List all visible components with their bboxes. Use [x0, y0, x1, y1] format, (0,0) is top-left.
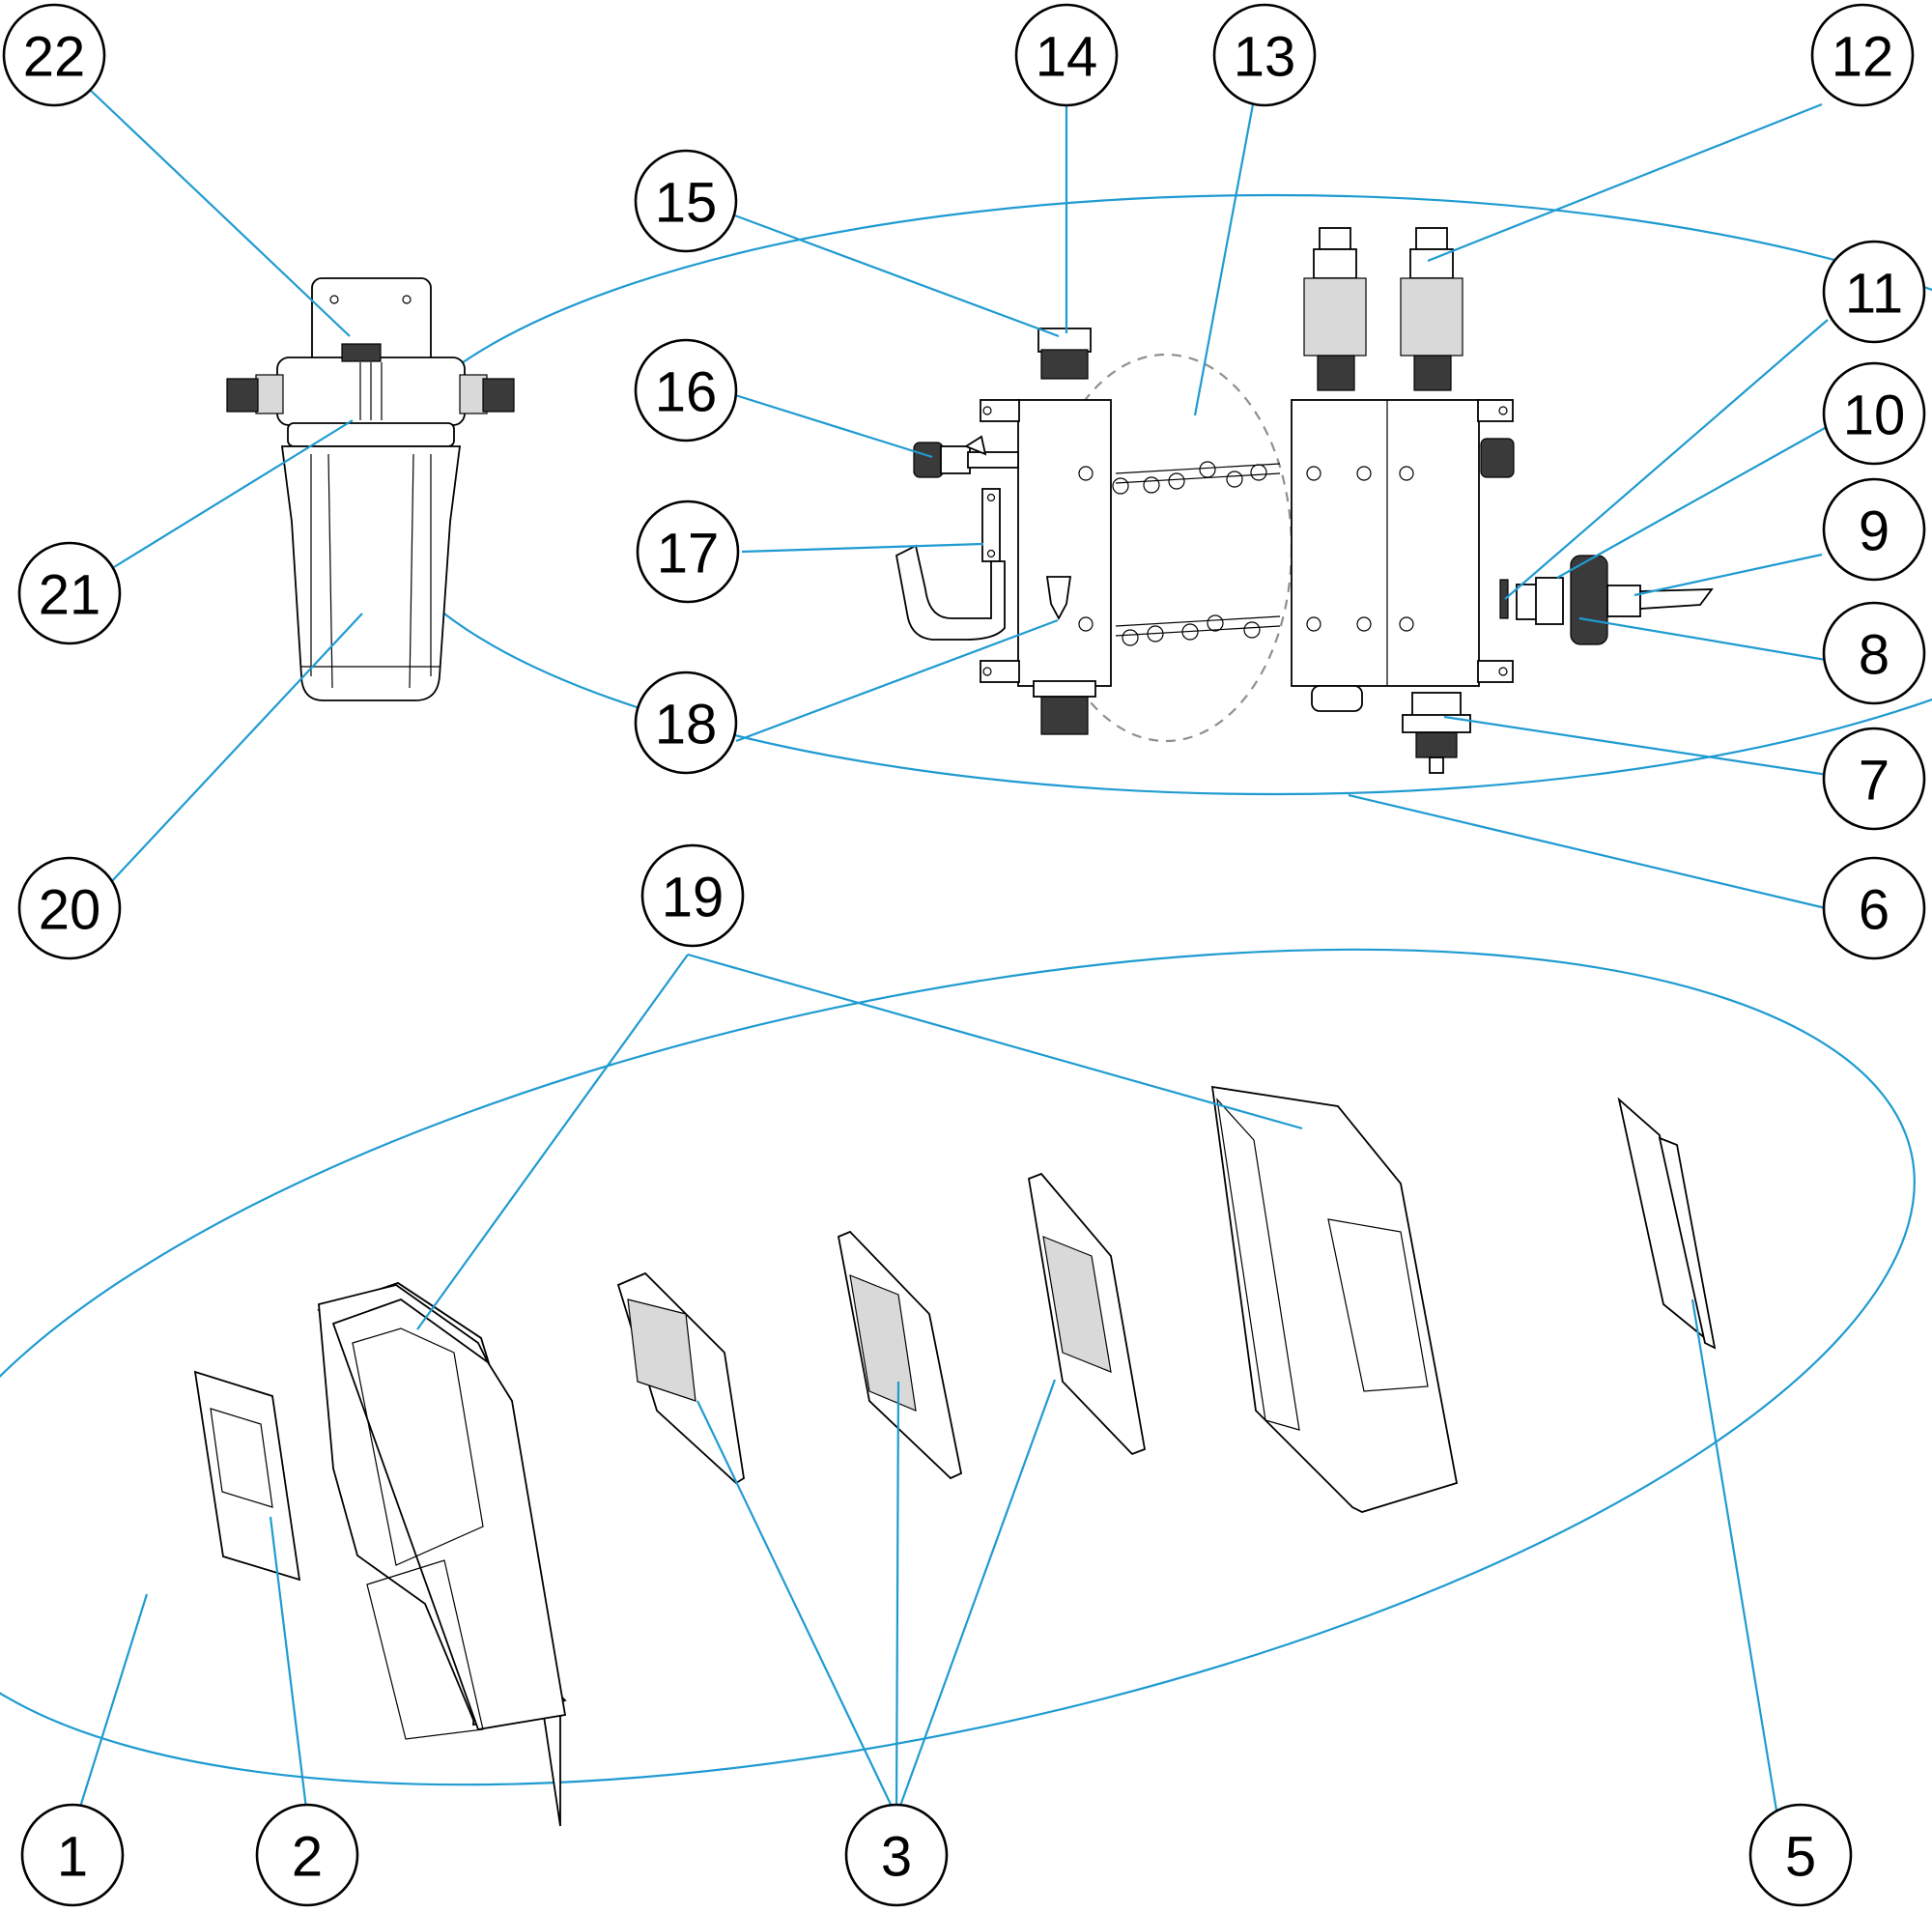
- callout-6: 6: [1822, 856, 1926, 960]
- callout-12: 12: [1810, 3, 1915, 107]
- callout-20-label: 20: [39, 879, 101, 942]
- callout-22-label: 22: [23, 26, 86, 89]
- callout-17-label: 17: [657, 523, 720, 585]
- cell-drain-part-7: [1402, 692, 1471, 774]
- callout-18: 18: [634, 671, 738, 775]
- callout-13: 13: [1212, 3, 1317, 107]
- rear-casing-part-19: [1210, 1085, 1459, 1513]
- callout-2-label: 2: [292, 1826, 323, 1889]
- callout-8-label: 8: [1859, 624, 1889, 687]
- leader-lines: [75, 86, 1834, 1817]
- cell-right-block: [1291, 399, 1515, 712]
- callout-18-label: 18: [655, 694, 718, 756]
- callout-20: 20: [17, 856, 122, 960]
- cell-outlet-connectors-part-12: [1303, 227, 1463, 391]
- callout-19-label: 19: [662, 867, 724, 929]
- callout-9-label: 9: [1859, 500, 1889, 563]
- callout-11-label: 11: [1845, 263, 1903, 326]
- callout-21: 21: [17, 541, 122, 645]
- controller-assembly-group-ellipse: [0, 948, 1916, 1786]
- power-board-part-3c: [1027, 1172, 1147, 1456]
- callout-16: 16: [634, 338, 738, 442]
- callout-1: 1: [20, 1803, 125, 1907]
- front-cover-glass-part-2: [193, 1370, 301, 1582]
- callout-21-label: 21: [39, 564, 101, 627]
- cell-left-block: [980, 399, 1112, 735]
- callout-7-label: 7: [1859, 750, 1889, 813]
- callout-16-label: 16: [655, 361, 718, 424]
- cell-valve-part-16: [913, 435, 1019, 478]
- callout-5: 5: [1748, 1803, 1853, 1907]
- display-board-part-3a: [616, 1271, 745, 1485]
- callout-15: 15: [634, 149, 738, 253]
- cell-bracket-part-17: [895, 488, 1006, 641]
- callout-14-label: 14: [1036, 26, 1098, 89]
- callout-14: 14: [1014, 3, 1119, 107]
- cell-sensor-parts-8-11: [1499, 555, 1714, 645]
- electrode-set: [1112, 461, 1281, 646]
- callout-11: 11: [1822, 240, 1926, 344]
- callout-12-label: 12: [1832, 26, 1894, 89]
- callout-3: 3: [844, 1803, 949, 1907]
- callout-19: 19: [640, 843, 745, 948]
- callout-13-label: 13: [1234, 26, 1296, 89]
- cell-plug-part-14: [1037, 328, 1092, 380]
- callout-5-label: 5: [1785, 1826, 1816, 1889]
- callout-17: 17: [636, 499, 740, 604]
- callout-2: 2: [255, 1803, 359, 1907]
- callout-10-label: 10: [1843, 385, 1906, 447]
- callout-9: 9: [1822, 477, 1926, 582]
- callout-3-label: 3: [881, 1826, 912, 1889]
- callout-15-label: 15: [655, 172, 718, 235]
- cell-assembly-group-ellipse: [369, 193, 1932, 796]
- callout-8: 8: [1822, 601, 1926, 705]
- callout-22: 22: [2, 3, 106, 107]
- callout-10: 10: [1822, 361, 1926, 466]
- callout-6-label: 6: [1859, 879, 1889, 942]
- main-board-part-3b: [837, 1230, 963, 1480]
- front-casing-part-19: [317, 1282, 567, 1827]
- rear-bracket-part-5: [1617, 1097, 1717, 1350]
- callout-7: 7: [1822, 727, 1926, 831]
- callout-1-label: 1: [57, 1826, 88, 1889]
- water-filter-housing: [226, 277, 515, 701]
